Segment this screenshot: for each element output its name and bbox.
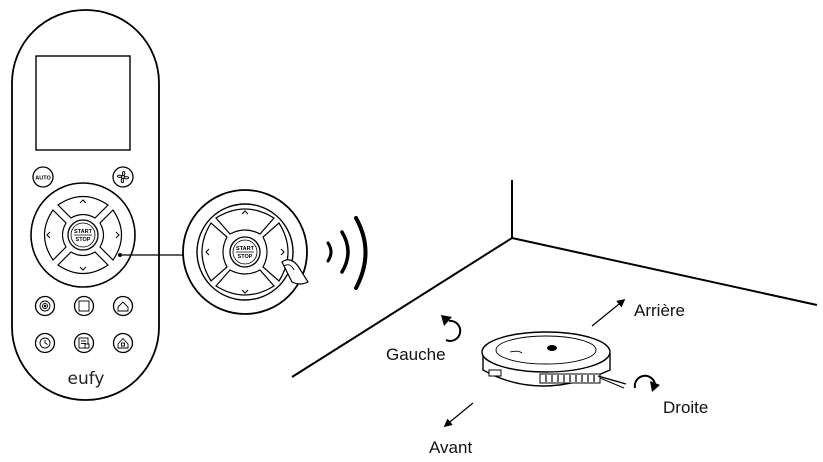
dock-icon	[117, 337, 129, 349]
spot-icon	[39, 300, 51, 312]
label-left: Gauche	[386, 345, 446, 364]
finger-icon	[281, 259, 309, 285]
fan-icon	[116, 170, 130, 184]
remote-control: AUTO	[11, 9, 160, 401]
zoom-chevron-down-icon	[241, 289, 249, 294]
list-icon	[78, 337, 90, 349]
rotate-left-icon	[445, 319, 462, 342]
edge-icon	[78, 300, 90, 312]
zoom-stop-label: STOP	[238, 254, 253, 260]
signal-waves-icon	[326, 216, 368, 290]
spot-clean-button[interactable]	[34, 295, 56, 317]
room-corner	[291, 180, 818, 378]
remote-dpad: START STOP	[30, 182, 136, 288]
suction-button[interactable]	[112, 166, 134, 188]
zoom-down-button[interactable]	[215, 269, 275, 296]
rotate-right-icon	[633, 374, 656, 389]
zoom-chevron-left-icon	[205, 248, 210, 256]
zoom-leader-dot	[118, 253, 122, 257]
schedule-button[interactable]	[34, 332, 56, 354]
zoomed-dpad: START STOP	[182, 189, 309, 315]
back-arrow	[591, 298, 626, 327]
rotate-left-arrowhead	[441, 315, 452, 326]
zoom-start-label: START	[236, 246, 255, 252]
zoom-up-button[interactable]	[215, 208, 275, 235]
remote-brand-logo: eufy	[68, 369, 105, 389]
dpad-down-button[interactable]	[57, 251, 109, 275]
chevron-down-icon	[79, 266, 87, 271]
chevron-left-icon	[46, 231, 51, 239]
robot-sensor	[547, 345, 557, 351]
start-stop-button[interactable]: START STOP	[67, 219, 99, 251]
mode-button[interactable]	[73, 332, 95, 354]
rotate-right-arrowhead	[650, 381, 660, 392]
label-forward: Avant	[429, 438, 473, 457]
dpad-up-button[interactable]	[57, 195, 109, 219]
robot-vacuum	[481, 331, 627, 389]
zoom-start-stop-button[interactable]: START STOP	[229, 236, 261, 268]
dpad-right-button[interactable]	[99, 209, 123, 261]
start-label: START	[74, 229, 93, 235]
dock-button[interactable]	[112, 332, 134, 354]
zoom-chevron-up-icon	[241, 210, 249, 215]
chevron-right-icon	[115, 231, 120, 239]
zoom-left-button[interactable]	[201, 222, 228, 282]
remote-screen	[35, 55, 131, 151]
home-icon	[117, 301, 129, 312]
home-button[interactable]	[112, 295, 134, 317]
zoom-right-button[interactable]	[262, 222, 289, 282]
chevron-up-icon	[79, 199, 87, 204]
clock-icon	[39, 337, 51, 349]
label-back: Arrière	[634, 301, 686, 320]
auto-button-label: AUTO	[35, 176, 51, 182]
forward-arrow	[443, 402, 474, 428]
dpad-left-button[interactable]	[43, 209, 67, 261]
stop-label: STOP	[76, 237, 91, 243]
edge-clean-button[interactable]	[73, 295, 95, 317]
zoom-chevron-right-icon	[280, 248, 285, 256]
label-right: Droite	[663, 398, 709, 417]
auto-button[interactable]: AUTO	[32, 166, 54, 188]
